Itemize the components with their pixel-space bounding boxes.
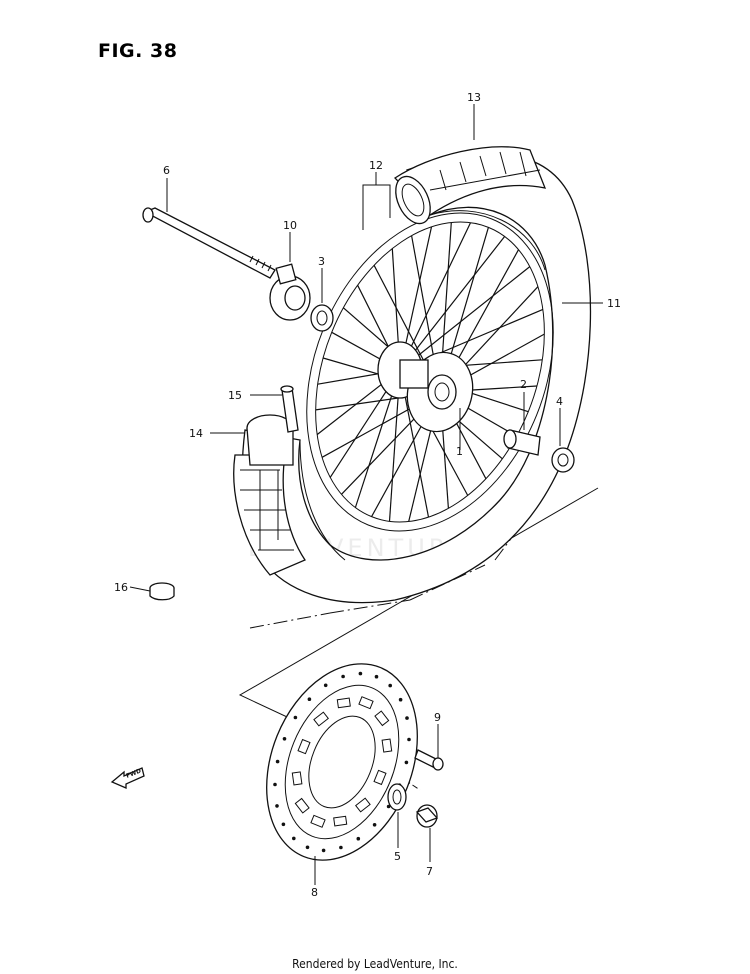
collar-7 bbox=[415, 804, 439, 828]
callout-leaders bbox=[129, 104, 603, 885]
disc-hole bbox=[297, 738, 311, 755]
callout-10: 10 bbox=[283, 219, 297, 232]
speedometer-gearbox-10 bbox=[269, 263, 311, 321]
callout-8: 8 bbox=[311, 886, 318, 899]
disc-hole bbox=[333, 815, 348, 827]
callout-13: 13 bbox=[467, 91, 481, 104]
disc-vent-dot bbox=[398, 697, 403, 702]
disc-hole bbox=[294, 797, 310, 814]
disc-hole bbox=[313, 711, 329, 727]
callout-16: 16 bbox=[114, 581, 128, 594]
callout-6: 6 bbox=[163, 164, 170, 177]
bolt-9 bbox=[414, 749, 444, 771]
disc-vent-dot bbox=[275, 804, 279, 808]
seal-5 bbox=[387, 783, 407, 811]
figure-title: FIG. 38 bbox=[98, 40, 178, 62]
callout-5: 5 bbox=[394, 850, 401, 863]
disc-vent-dot bbox=[292, 836, 296, 841]
disc-vent-dot bbox=[356, 836, 361, 841]
spoke bbox=[399, 236, 506, 371]
disc-vent-dot bbox=[388, 683, 393, 688]
callout-2: 2 bbox=[520, 378, 527, 391]
callout-3: 3 bbox=[318, 255, 325, 268]
brake-disc-8 bbox=[266, 663, 418, 861]
disc-vent-dot bbox=[281, 822, 286, 827]
disc-vent-dot bbox=[358, 671, 363, 676]
footer-credit: Rendered by LeadVenture, Inc. bbox=[292, 957, 458, 971]
spoke bbox=[399, 266, 531, 371]
disc-hole bbox=[291, 771, 303, 786]
axle-6 bbox=[142, 207, 276, 279]
callout-1: 1 bbox=[456, 445, 463, 458]
callout-15: 15 bbox=[228, 389, 242, 402]
disc-hole bbox=[310, 814, 326, 828]
disc-vent-dot bbox=[339, 845, 343, 850]
bearing-3 bbox=[310, 304, 334, 332]
callout-7: 7 bbox=[426, 865, 433, 878]
disc-vent-dot bbox=[275, 759, 280, 764]
disc-vent-dot bbox=[372, 823, 377, 827]
disc-hole bbox=[373, 769, 387, 786]
disc-vent-dot bbox=[407, 737, 411, 742]
disc-vent-dot bbox=[323, 683, 328, 688]
spacer-2 bbox=[503, 429, 541, 456]
cap-16 bbox=[149, 582, 175, 601]
disc-vent-dot bbox=[321, 848, 326, 853]
disc-vent-dot bbox=[374, 674, 379, 679]
disc-vent-dot bbox=[404, 760, 409, 765]
disc-hole bbox=[358, 696, 374, 710]
fwd-arrow-icon: FWD bbox=[110, 767, 145, 789]
callout-12: 12 bbox=[369, 159, 383, 172]
disc-hole bbox=[381, 738, 393, 753]
disc-hole bbox=[355, 797, 371, 813]
disc-hole bbox=[374, 710, 390, 727]
disc-vent-dot bbox=[273, 782, 277, 787]
disc-vent-dot bbox=[293, 715, 298, 720]
disc-vent-dot bbox=[405, 716, 409, 720]
callout-9: 9 bbox=[434, 711, 441, 724]
bearing-4 bbox=[551, 447, 575, 473]
disc-hole bbox=[336, 697, 351, 709]
tire-tread-section-13 bbox=[393, 146, 547, 225]
disc-vent-dot bbox=[341, 674, 345, 679]
callout-11: 11 bbox=[607, 297, 621, 310]
valve-15 bbox=[280, 385, 299, 433]
disc-vent-dot bbox=[307, 697, 312, 701]
tube-section-14 bbox=[233, 414, 306, 576]
callout-4: 4 bbox=[556, 395, 563, 408]
callout-14: 14 bbox=[189, 427, 203, 440]
callout-numbers: 1 2 3 4 5 6 7 8 9 10 11 12 13 14 15 16 bbox=[114, 91, 621, 899]
hub bbox=[377, 341, 474, 433]
disc-vent-dot bbox=[282, 737, 287, 741]
disc-vent-dot bbox=[305, 845, 310, 850]
